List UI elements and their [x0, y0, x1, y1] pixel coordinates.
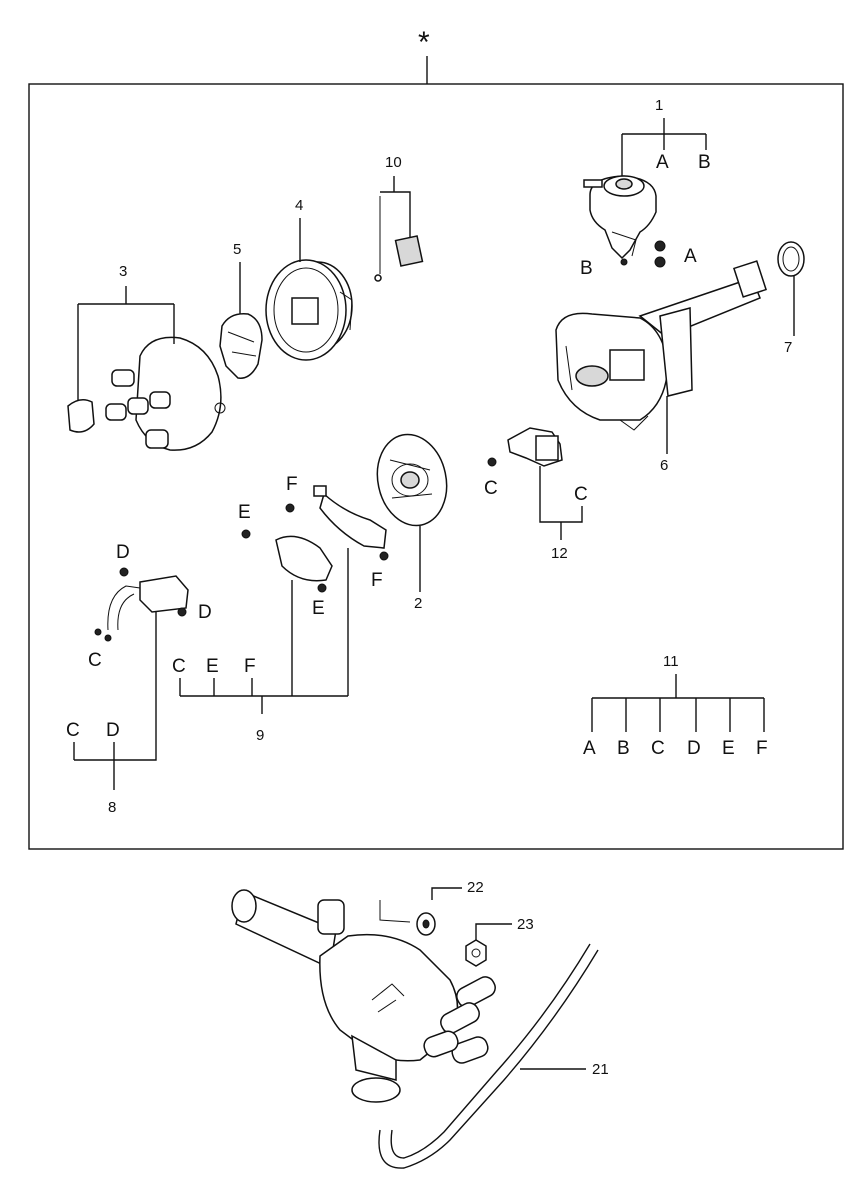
part-23-nut [465, 939, 487, 967]
label-11-e: E [722, 738, 735, 759]
part-9-governor-weights [241, 485, 389, 593]
part-4-rotor-disc [265, 259, 353, 361]
callout-1: 1 [655, 97, 663, 114]
leader-22 [431, 887, 462, 900]
callout-3: 3 [119, 263, 127, 280]
part-8-igniter-module [94, 567, 189, 642]
callout-11: 11 [663, 653, 679, 670]
label-1-a2: A [684, 246, 697, 267]
callout-21: 21 [592, 1061, 609, 1078]
label-12-c2: C [574, 484, 588, 505]
part-10-screw-and-packet [374, 196, 424, 282]
label-11-b: B [617, 738, 630, 759]
callout-22: 22 [467, 879, 484, 896]
part-21-vacuum-hose-inner [390, 943, 591, 1159]
label-8-d2: D [198, 602, 212, 623]
label-8-d3: D [106, 720, 120, 741]
label-1-b2: B [580, 258, 593, 279]
label-11-a: A [583, 738, 596, 759]
label-11-c: C [651, 738, 665, 759]
leader-3 [77, 286, 175, 400]
lower-distributor-assembly [231, 889, 496, 1103]
callout-9: 9 [256, 727, 264, 744]
label-9-f3: F [244, 656, 256, 677]
leader-10 [380, 176, 411, 238]
label-9-f: F [286, 474, 298, 495]
callout-6: 6 [660, 457, 668, 474]
part-3-distributor-cap [67, 336, 226, 451]
label-1-a: A [656, 152, 669, 173]
leader-11 [591, 674, 765, 732]
label-9-c: C [172, 656, 186, 677]
label-9-e2: E [312, 598, 325, 619]
label-11-d: D [687, 738, 701, 759]
assembly-asterisk: * [418, 26, 430, 59]
callout-4: 4 [295, 197, 303, 214]
leader-8 [73, 612, 157, 790]
part-6-distributor-housing [555, 260, 767, 431]
label-1-b: B [698, 152, 711, 173]
label-8-c2: C [66, 720, 80, 741]
leader-23 [475, 923, 512, 940]
part-21-vacuum-hose [378, 949, 599, 1169]
leader-12 [539, 466, 583, 540]
leader-1 [621, 118, 707, 176]
leader-9 [179, 548, 349, 714]
callout-5: 5 [233, 241, 241, 258]
callout-7: 7 [784, 339, 792, 356]
label-9-f2: F [371, 570, 383, 591]
callout-2: 2 [414, 595, 422, 612]
part-1-vacuum-advance [583, 175, 666, 268]
callout-12: 12 [551, 545, 568, 562]
label-8-d: D [116, 542, 130, 563]
label-11-f: F [756, 738, 768, 759]
part-7-o-ring [777, 241, 805, 277]
label-9-e: E [238, 502, 251, 523]
assembly-frame [28, 83, 844, 850]
callout-23: 23 [517, 916, 534, 933]
label-12-c: C [484, 478, 498, 499]
callout-10: 10 [385, 154, 402, 171]
part-2-breaker-plate [376, 433, 448, 527]
callout-8: 8 [108, 799, 116, 816]
label-9-e3: E [206, 656, 219, 677]
part-5-rotor [219, 313, 263, 379]
part-12-pickup-sensor [487, 427, 563, 467]
label-8-c: C [88, 650, 102, 671]
